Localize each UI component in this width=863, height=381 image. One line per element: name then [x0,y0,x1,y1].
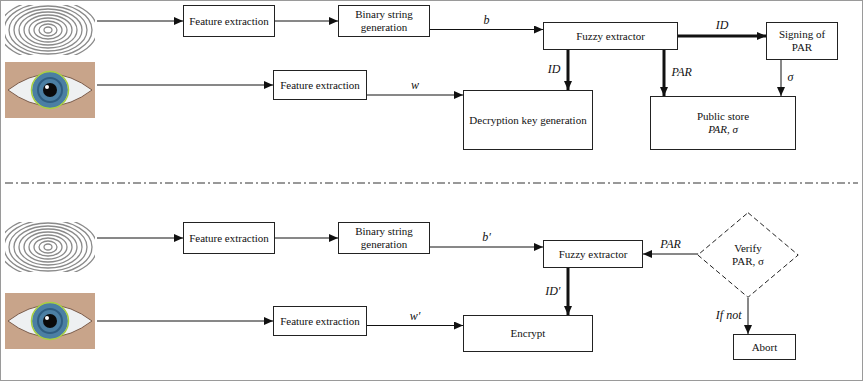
connector-arrow [367,325,463,326]
node-label: Public store [697,110,749,123]
process-box: Feature extraction [183,5,275,37]
node-label: Encrypt [511,327,546,340]
node-label: Verify PAR, σ [724,242,772,267]
edge-label: PAR [658,238,682,251]
input-arrow [97,321,273,322]
process-box: Feature extraction [273,306,367,336]
input-arrow [97,238,183,239]
process-box: Binary string generation [338,5,430,37]
process-box: Encrypt [463,315,593,352]
input-arrow [97,85,273,86]
process-box: Fuzzy extractor [543,22,678,50]
eye-image [5,293,95,349]
process-box: Feature extraction [183,222,275,254]
node-label: Binary string generation [343,225,425,250]
node-detail: PAR, σ [708,123,738,136]
connector-arrow [275,21,338,22]
process-box: Signing of PAR [766,22,838,60]
edge-label: w [409,79,421,92]
node-label: Signing of PAR [771,28,833,53]
decision-diamond: Verify PAR, σ [697,212,799,298]
node-label: Fuzzy extractor [576,30,645,43]
process-box: Decryption key generation [463,90,593,150]
edge-label: w′ [408,310,423,323]
connector-arrow [430,29,543,30]
node-label: Abort [752,341,778,354]
connector-arrow [567,50,570,90]
process-box: Feature extraction [273,70,367,100]
edge-label: b′ [480,231,493,244]
node-label: Binary string generation [343,8,425,33]
node-label: Decryption key generation [469,114,586,127]
connector-arrow [567,268,570,315]
process-box: Fuzzy extractor [543,240,643,268]
eye-image [5,62,95,118]
node-label: Fuzzy extractor [559,248,628,261]
connector-arrow [748,298,749,334]
terminal-box: Abort [733,334,796,360]
edge-label: ID [546,63,563,76]
process-box: Binary string generation [338,222,430,254]
section-divider [5,183,858,184]
store-box: Public storePAR, σ [650,96,796,150]
edge-label: b [482,14,492,27]
connector-arrow [663,50,666,96]
edge-label: PAR [670,66,694,79]
node-label: Feature extraction [189,232,269,245]
connector-arrow [367,95,463,96]
connector-arrow [678,35,766,38]
input-arrow [97,21,183,22]
connector-arrow [430,247,543,248]
fingerprint-image [0,0,97,60]
node-label: Feature extraction [280,315,360,328]
edge-label: ID [714,19,731,32]
node-label: Feature extraction [189,15,269,28]
node-label: Feature extraction [280,79,360,92]
connector-arrow [643,254,698,255]
edge-label: If not [714,309,744,322]
edge-label: σ [786,71,796,84]
edge-label: ID′ [543,285,562,298]
connector-arrow [275,238,338,239]
fingerprint-image [0,217,97,277]
connector-arrow [781,60,782,96]
